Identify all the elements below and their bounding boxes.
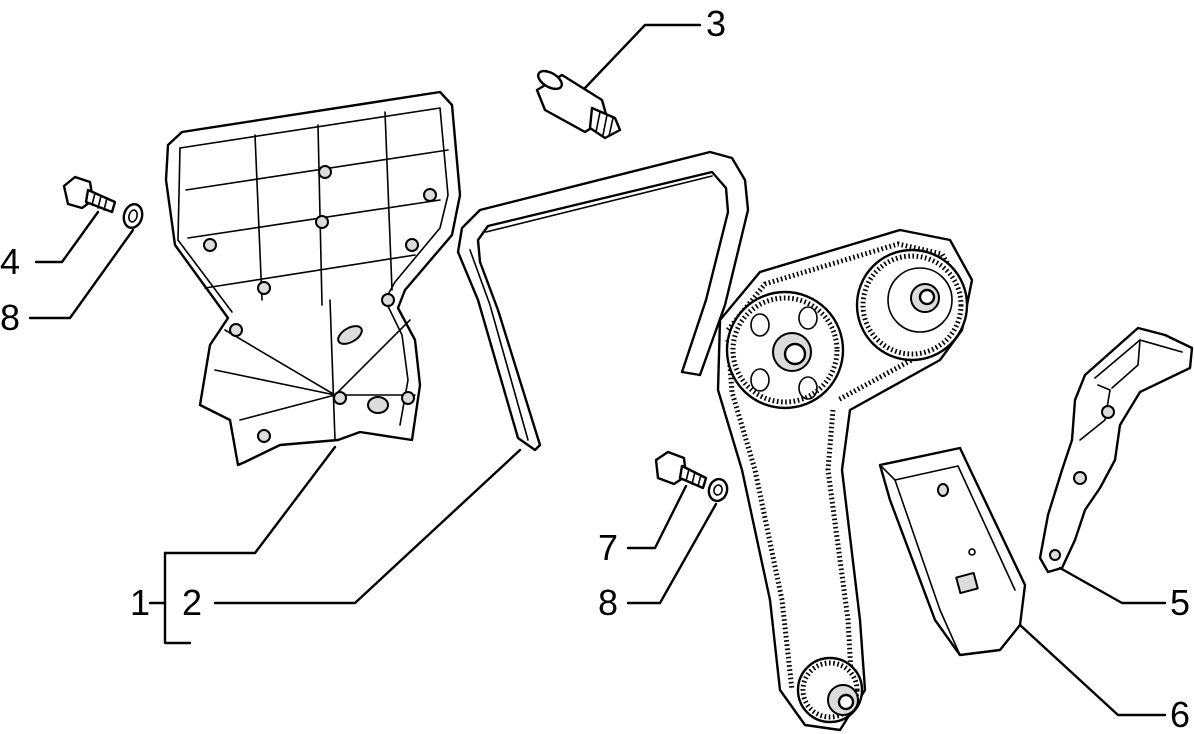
- callout-labels: 3 4 8 1 2 7 8 5 6: [0, 3, 1190, 734]
- callout-8-right: 8: [598, 582, 618, 623]
- callout-5: 5: [1170, 582, 1190, 623]
- timing-cover: [164, 90, 462, 467]
- callout-6: 6: [1170, 694, 1190, 734]
- bolt-4: [62, 175, 117, 214]
- stud-spacer: [535, 69, 622, 140]
- leader-lines: [28, 23, 1167, 717]
- toothed-belt-assembly: [716, 228, 974, 732]
- callout-3: 3: [706, 3, 726, 44]
- callout-2: 2: [182, 582, 202, 623]
- cover-plate-6: [878, 446, 1027, 657]
- washer-8-right: [707, 477, 729, 503]
- callout-1: 1: [130, 582, 150, 623]
- bolt-7: [654, 450, 708, 490]
- timing-belt: [456, 150, 750, 452]
- callout-7: 7: [598, 527, 618, 568]
- callout-4: 4: [0, 241, 20, 282]
- bracket-5: [1038, 326, 1194, 574]
- callout-8-left: 8: [0, 297, 20, 338]
- washer-8-left: [122, 202, 144, 230]
